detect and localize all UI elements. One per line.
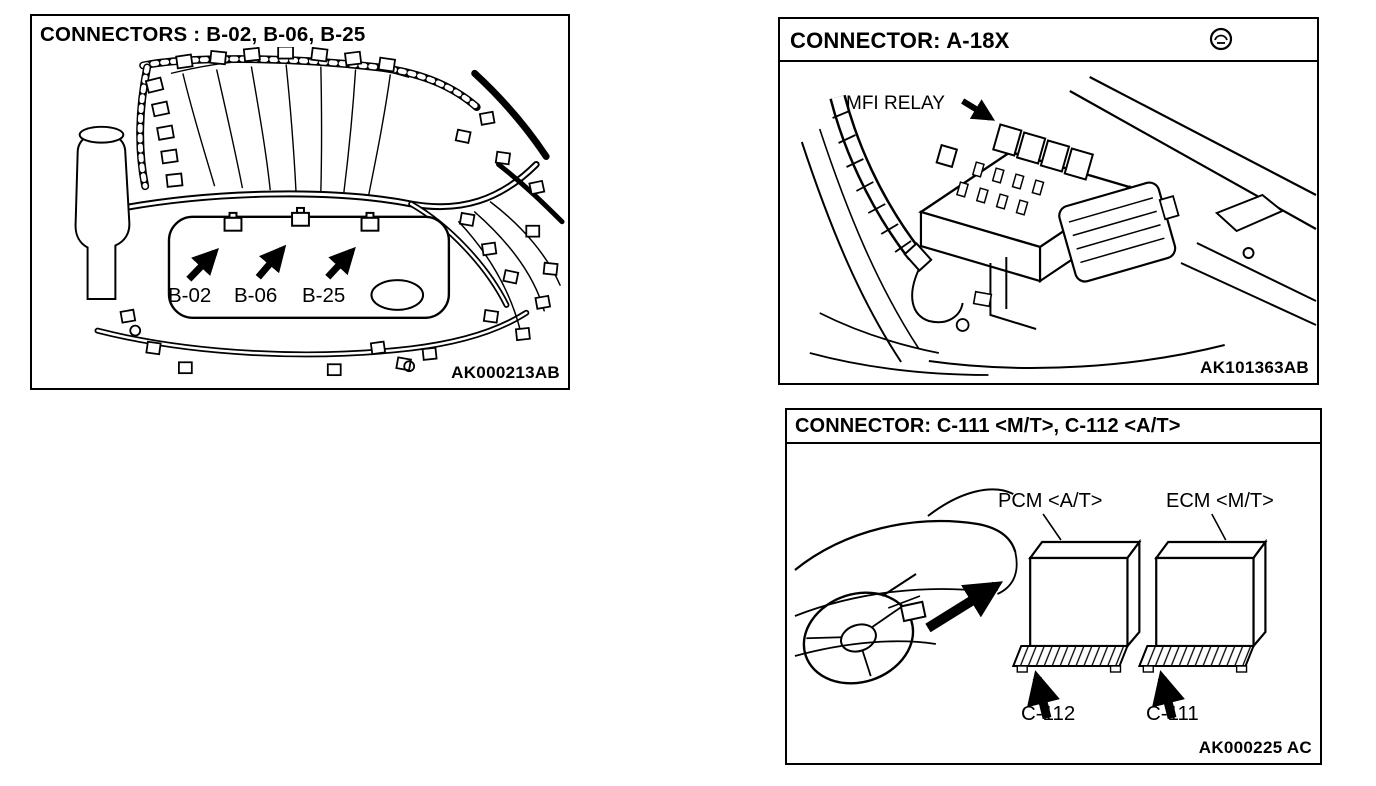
- body-panel-lines: [800, 76, 1317, 376]
- plug-wire-fan: [170, 58, 410, 197]
- ecm-box: [1137, 538, 1268, 673]
- target-connectors: [223, 206, 380, 232]
- mfi-relay-cubes: [935, 123, 1095, 181]
- connector-squares: [119, 45, 559, 377]
- reservoir-shape: [74, 125, 131, 300]
- bracket-plate: [167, 206, 451, 319]
- connector-label-b25: B-25: [302, 284, 346, 307]
- ribbed-cover: [1058, 181, 1180, 283]
- screw-icon: [1209, 27, 1233, 51]
- label-leader-lines: [1042, 513, 1227, 541]
- figure-code: AK000225 AC: [1194, 738, 1312, 758]
- panel-title: CONNECTOR: A-18X: [780, 19, 1317, 62]
- figure-code: AK000213AB: [447, 363, 560, 383]
- location-arrow: [925, 581, 1004, 633]
- corrugated-hose: [829, 94, 964, 324]
- ecm-label: ECM <M/T>: [1166, 490, 1274, 512]
- connector-label-b02: B-02: [168, 284, 212, 307]
- fuse-box-illustration: [800, 76, 1317, 376]
- engine-harness-illustration: [74, 45, 565, 377]
- pcm-box: [1011, 538, 1142, 673]
- mfi-relay-arrow: [961, 98, 996, 121]
- relay-box: [918, 123, 1180, 332]
- panel-connector-c: CONNECTOR: C-111 <M/T>, C-112 <A/T>: [785, 408, 1322, 765]
- connector-pointer-arrows: [186, 244, 356, 282]
- panel-connector-a18x: CONNECTOR: A-18X: [778, 17, 1319, 385]
- dashboard-sketch: [794, 488, 1018, 685]
- connector-label-b06: B-06: [234, 284, 278, 307]
- panel-title: CONNECTORS : B-02, B-06, B-25: [40, 23, 372, 47]
- pcm-label: PCM <A/T>: [998, 490, 1103, 512]
- mfi-relay-callout: MFI RELAY: [846, 93, 945, 114]
- dashboard-ecu-illustration: [794, 488, 1268, 720]
- panel-connectors-b: CONNECTORS : B-02, B-06, B-25 B-02 B-06 …: [30, 14, 570, 390]
- connector-pointer-arrows: [1026, 670, 1185, 720]
- panel-title: CONNECTOR: C-111 <M/T>, C-112 <A/T>: [787, 410, 1320, 444]
- connector-label-c111: C-111: [1146, 702, 1199, 725]
- connector-label-c112: C-112: [1021, 702, 1076, 725]
- figure-code: AK101363AB: [1196, 358, 1309, 378]
